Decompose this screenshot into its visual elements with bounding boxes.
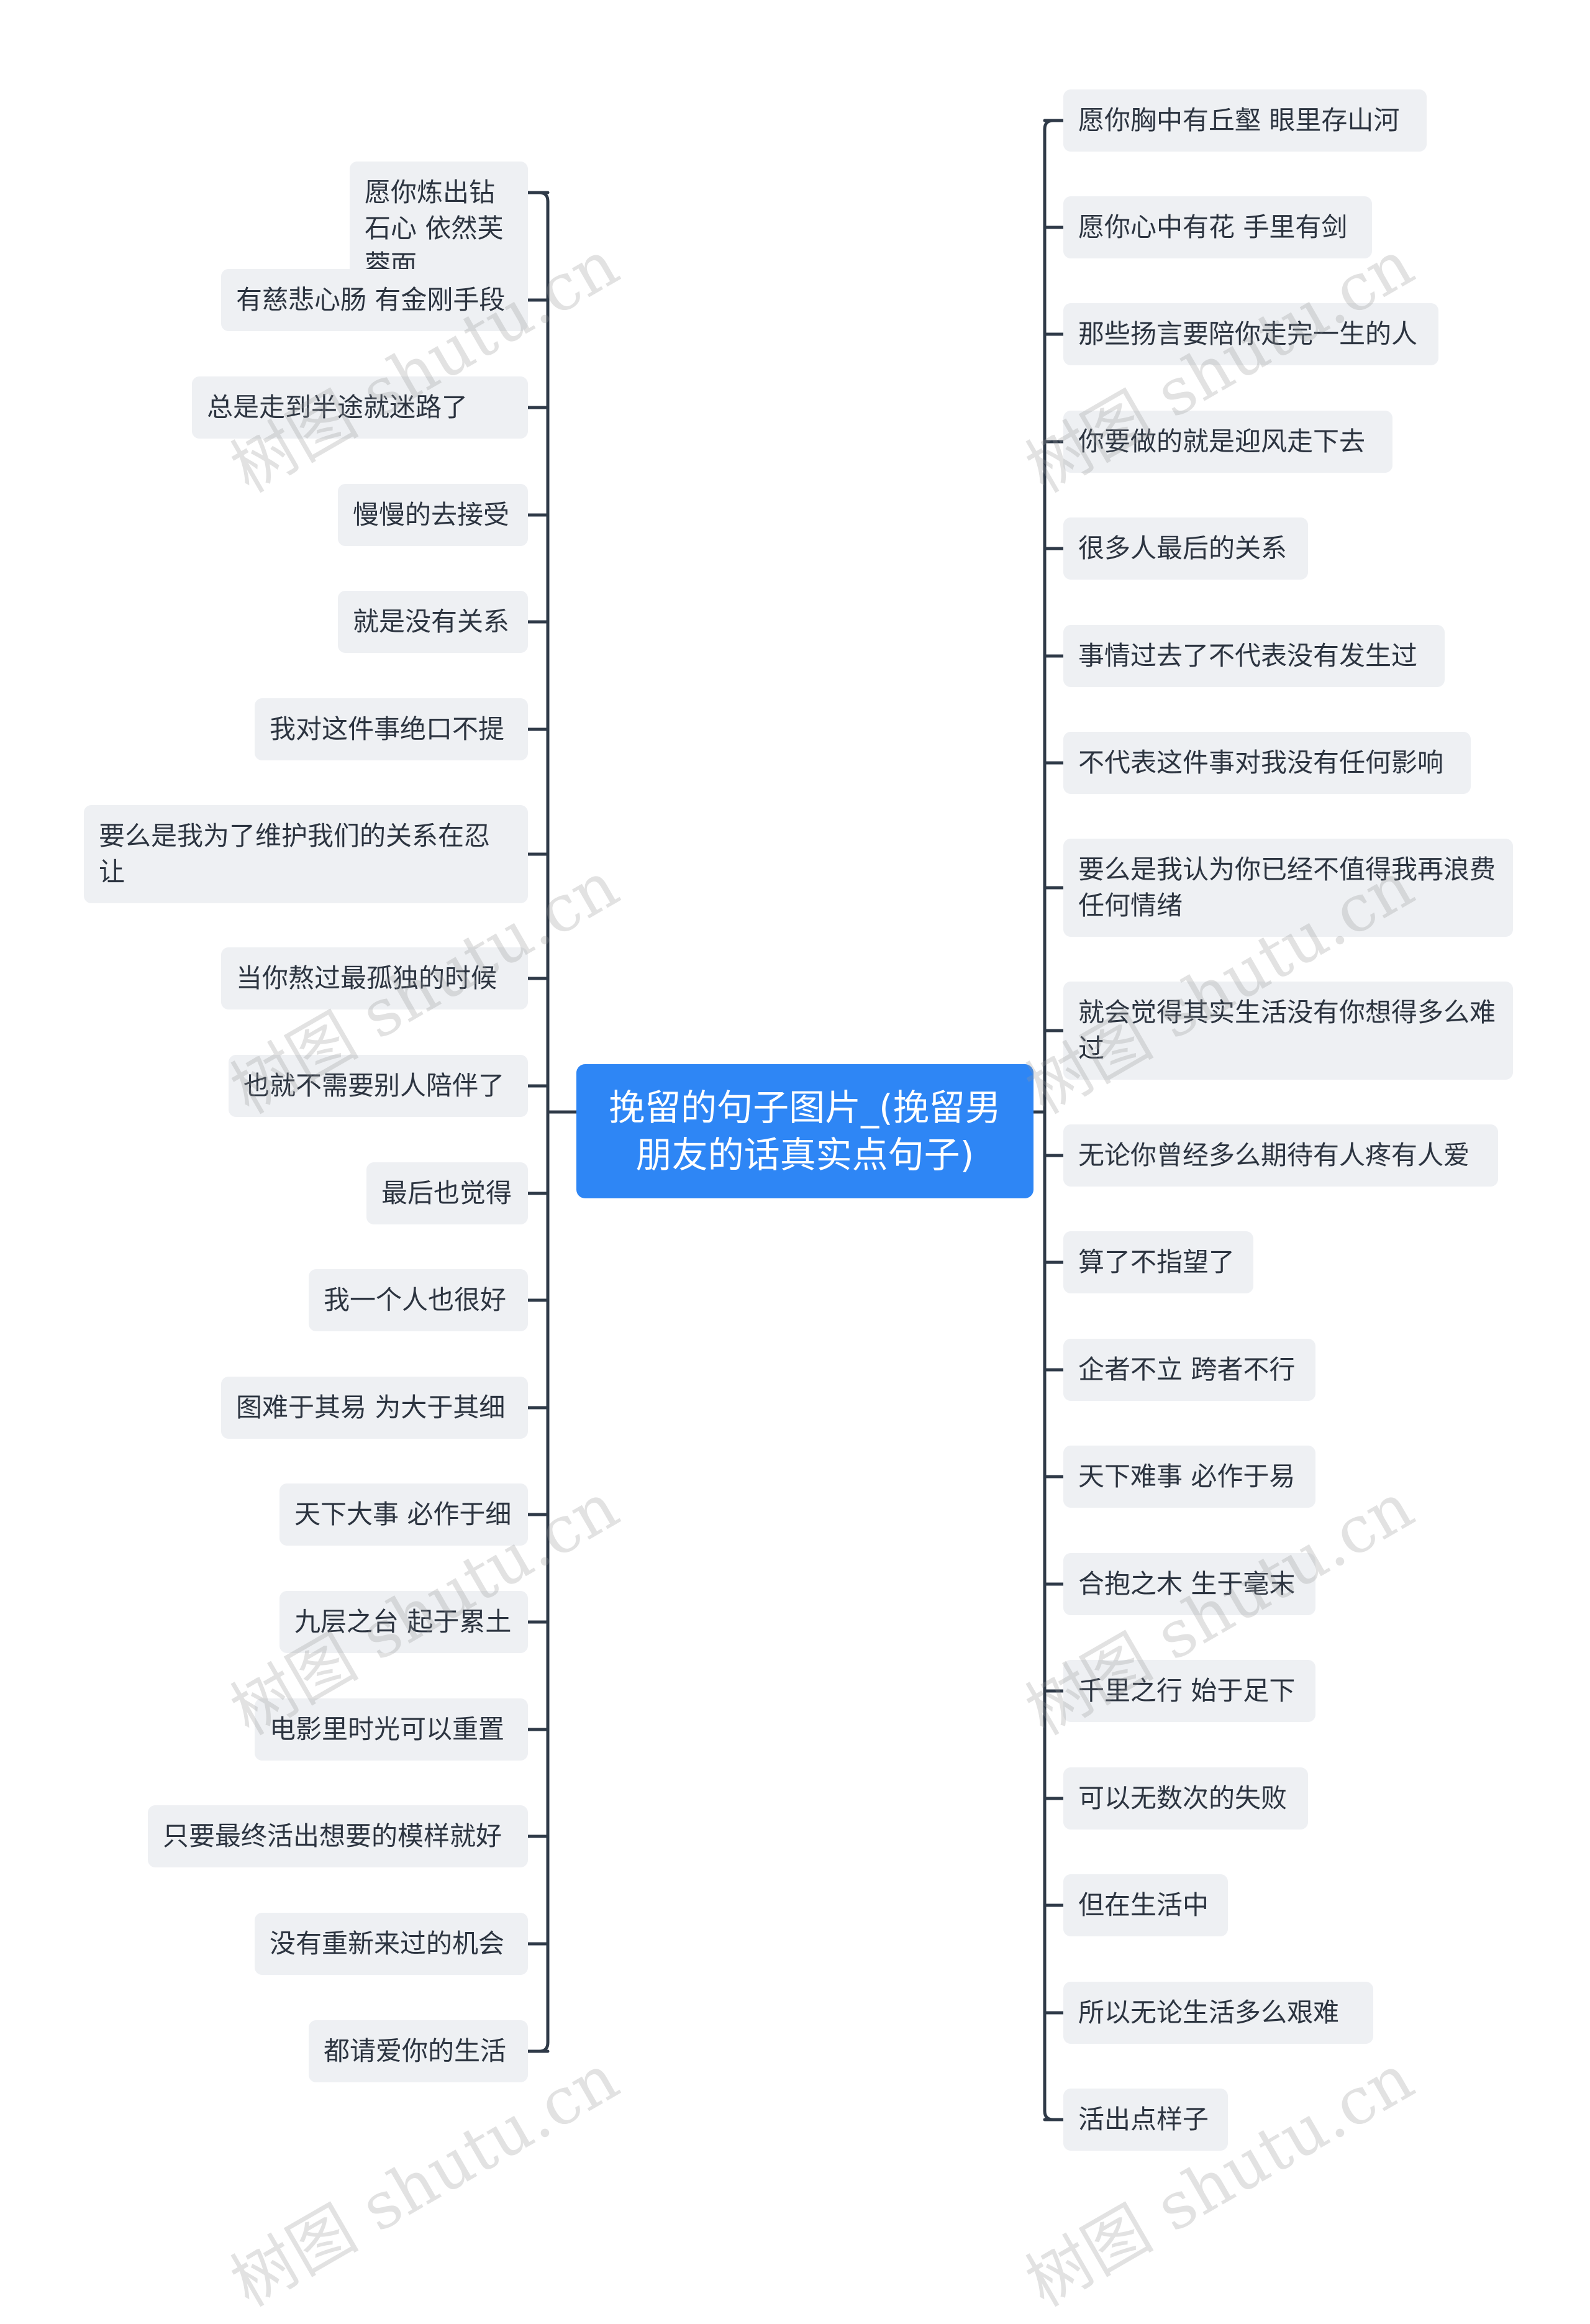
right-branch-node[interactable]: 愿你心中有花 手里有剑 <box>1063 196 1372 258</box>
right-branch-node[interactable]: 合抱之木 生于毫末 <box>1063 1553 1315 1615</box>
left-branch-node[interactable]: 只要最终活出想要的模样就好 <box>148 1805 528 1867</box>
left-branch-node[interactable]: 九层之台 起于累土 <box>279 1591 528 1653</box>
left-branch-node[interactable]: 就是没有关系 <box>338 591 528 653</box>
left-branch-node[interactable]: 有慈悲心肠 有金刚手段 <box>221 269 528 331</box>
left-branch-node[interactable]: 我一个人也很好 <box>309 1269 528 1331</box>
left-branch-node[interactable]: 当你熬过最孤独的时候 <box>221 947 528 1009</box>
left-branch-node[interactable]: 电影里时光可以重置 <box>255 1698 528 1761</box>
left-branch-node[interactable]: 都请爱你的生活 <box>309 2020 528 2082</box>
right-branch-node[interactable]: 天下难事 必作于易 <box>1063 1446 1315 1508</box>
left-branch-node[interactable]: 也就不需要别人陪伴了 <box>229 1055 528 1117</box>
right-branch-node[interactable]: 企者不立 跨者不行 <box>1063 1339 1315 1401</box>
right-branch-node[interactable]: 所以无论生活多么艰难 <box>1063 1982 1373 2044</box>
right-branch-node[interactable]: 但在生活中 <box>1063 1874 1228 1936</box>
right-branch-node[interactable]: 活出点样子 <box>1063 2089 1228 2151</box>
left-branch-node[interactable]: 总是走到半途就迷路了 <box>192 376 528 439</box>
right-branch-node[interactable]: 千里之行 始于足下 <box>1063 1660 1315 1722</box>
left-branch-node[interactable]: 慢慢的去接受 <box>338 484 528 546</box>
right-branch-node[interactable]: 不代表这件事对我没有任何影响 <box>1063 732 1471 794</box>
right-branch-node[interactable]: 就会觉得其实生活没有你想得多么难过 <box>1063 982 1513 1080</box>
mindmap-canvas: 挽留的句子图片_(挽留男朋友的话真实点句子) 愿你炼出钻石心 依然芙蓉面有慈悲心… <box>84 89 1513 2321</box>
right-branch-node[interactable]: 那些扬言要陪你走完一生的人 <box>1063 303 1438 365</box>
left-branch-node[interactable]: 要么是我为了维护我们的关系在忍让 <box>84 805 528 903</box>
right-branch-node[interactable]: 你要做的就是迎风走下去 <box>1063 411 1392 473</box>
right-branch-node[interactable]: 愿你胸中有丘壑 眼里存山河 <box>1063 89 1427 152</box>
left-branch-node[interactable]: 最后也觉得 <box>366 1162 528 1224</box>
right-branch-node[interactable]: 可以无数次的失败 <box>1063 1767 1308 1830</box>
connector-lines <box>526 119 1065 2121</box>
right-branch-node[interactable]: 要么是我认为你已经不值得我再浪费任何情绪 <box>1063 839 1513 937</box>
root-topic[interactable]: 挽留的句子图片_(挽留男朋友的话真实点句子) <box>576 1064 1034 1198</box>
left-branch-node[interactable]: 图难于其易 为大于其细 <box>221 1377 528 1439</box>
left-branch-node[interactable]: 我对这件事绝口不提 <box>255 698 528 760</box>
right-branch-node[interactable]: 事情过去了不代表没有发生过 <box>1063 625 1445 687</box>
right-branch-node[interactable]: 无论你曾经多么期待有人疼有人爱 <box>1063 1124 1498 1187</box>
right-branch-node[interactable]: 很多人最后的关系 <box>1063 517 1308 580</box>
left-branch-node[interactable]: 天下大事 必作于细 <box>279 1483 528 1546</box>
right-branch-node[interactable]: 算了不指望了 <box>1063 1231 1253 1293</box>
left-branch-node[interactable]: 没有重新来过的机会 <box>255 1913 528 1975</box>
